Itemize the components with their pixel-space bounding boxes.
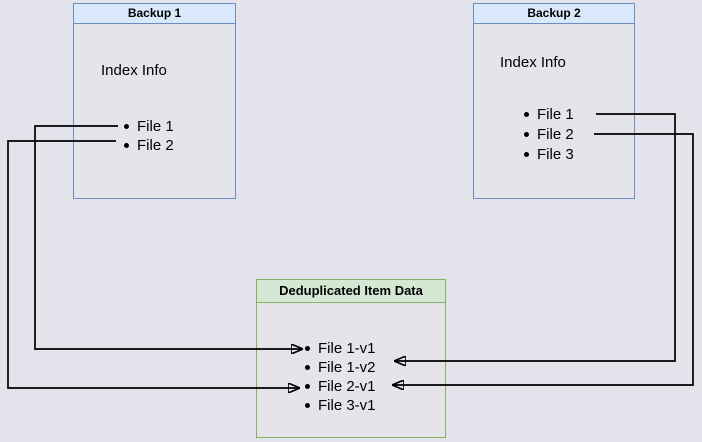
backup1-box: Backup 1 Index Info File 1 File 2 <box>73 3 236 199</box>
list-item: File 2 <box>524 124 574 144</box>
list-item: File 3 <box>524 144 574 164</box>
backup2-file-list: File 1 File 2 File 3 <box>524 104 574 164</box>
bullet-icon <box>524 111 529 117</box>
backup1-title: Backup 1 <box>74 4 235 24</box>
list-item: File 1 <box>124 117 174 136</box>
bullet-icon <box>524 131 529 137</box>
dedup-file2v1-label: File 2-v1 <box>318 378 376 395</box>
backup1-file1-label: File 1 <box>137 118 174 135</box>
list-item: File 1 <box>524 104 574 124</box>
bullet-icon <box>305 384 310 389</box>
bullet-icon <box>524 151 529 157</box>
dedup-title: Deduplicated Item Data <box>257 280 445 303</box>
backup2-file2-label: File 2 <box>537 125 574 143</box>
dedup-file3v1-label: File 3-v1 <box>318 397 376 414</box>
dedup-box: Deduplicated Item Data File 1-v1 File 1-… <box>256 279 446 438</box>
bullet-icon <box>124 143 129 148</box>
backup2-file3-label: File 3 <box>537 145 574 163</box>
list-item: File 1-v1 <box>305 339 376 358</box>
bullet-icon <box>305 403 310 408</box>
bullet-icon <box>305 346 310 351</box>
bullet-icon <box>124 124 129 129</box>
list-item: File 3-v1 <box>305 396 376 415</box>
backup2-index-info-label: Index Info <box>500 54 566 71</box>
backup2-box: Backup 2 Index Info File 1 File 2 File 3 <box>473 3 635 199</box>
list-item: File 2-v1 <box>305 377 376 396</box>
dedup-file1v2-label: File 1-v2 <box>318 359 376 376</box>
dedup-file1v1-label: File 1-v1 <box>318 340 376 357</box>
backup1-file-list: File 1 File 2 <box>124 117 174 155</box>
backup1-index-info-label: Index Info <box>101 62 167 79</box>
backup1-file2-label: File 2 <box>137 137 174 154</box>
bullet-icon <box>305 365 310 370</box>
backup2-file1-label: File 1 <box>537 105 574 123</box>
list-item: File 2 <box>124 136 174 155</box>
list-item: File 1-v2 <box>305 358 376 377</box>
backup2-title: Backup 2 <box>474 4 634 24</box>
dedup-file-list: File 1-v1 File 1-v2 File 2-v1 File 3-v1 <box>305 339 376 415</box>
